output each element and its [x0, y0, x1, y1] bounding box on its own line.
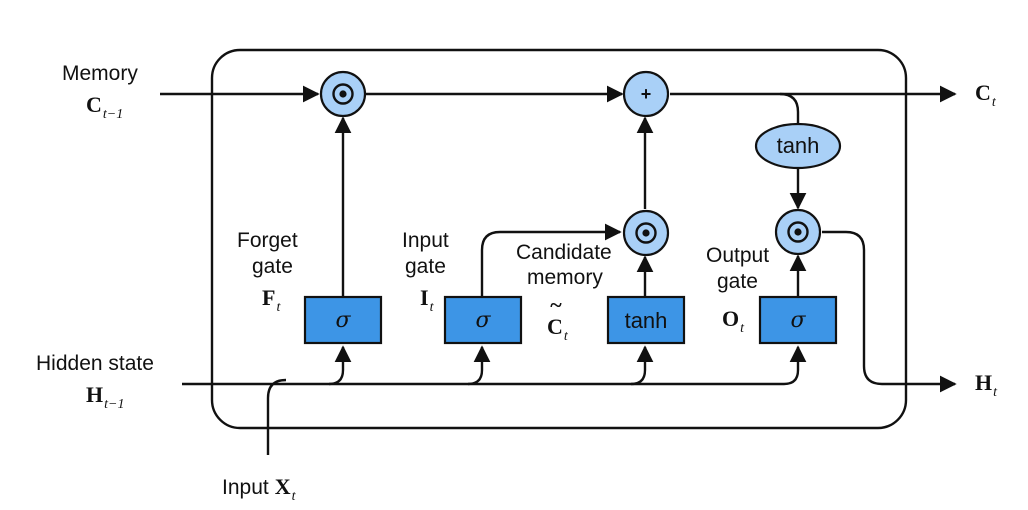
candidate-function: tanh [625, 308, 668, 333]
hadamard-product-icon [332, 83, 354, 105]
candidate-label-line1: Candidate [516, 241, 612, 264]
input-gate-function: σ [475, 308, 491, 333]
input-gate-var: It [420, 285, 435, 315]
output-gate-label-line2: gate [717, 270, 758, 293]
candidate-tilde: ~ [550, 292, 562, 317]
memory-label: Memory [62, 62, 138, 85]
hidden-in-var: Ht−1 [86, 382, 124, 412]
forget-multiply-op [319, 70, 367, 118]
candidate-label-line2: memory [527, 266, 603, 289]
tanh-op: tanh [754, 122, 842, 170]
output-gate-var: Ot [722, 306, 745, 336]
candidate-feed [630, 345, 654, 386]
input-gate-feed [467, 345, 491, 386]
lstm-cell-boundary [210, 48, 908, 430]
forget-gate-var: Ft [262, 285, 281, 315]
forget-gate-block: σ [303, 295, 383, 345]
input-gate-block: σ [443, 295, 523, 345]
tanh-op-label: tanh [777, 133, 820, 158]
hidden-state-label: Hidden state [36, 352, 154, 375]
hidden-out-var: Ht [975, 370, 998, 400]
candidate-block: tanh [606, 295, 686, 345]
plus-icon: + [641, 84, 652, 104]
input-gate-arrow [480, 223, 622, 297]
output-gate-feed [783, 345, 807, 386]
hadamard-product-icon [635, 222, 657, 244]
forget-gate-function: σ [335, 308, 351, 333]
cell-to-tanh-line [779, 92, 800, 124]
input-x-riser [266, 378, 287, 455]
output-gate-function: σ [790, 308, 806, 333]
output-gate-label-line1: Output [706, 244, 769, 267]
forget-gate-label-line1: Forget [237, 229, 298, 252]
connections [160, 85, 957, 455]
cell-state-out-var: Ct [975, 80, 997, 110]
forget-gate-feed [328, 345, 352, 386]
add-op: + [622, 70, 670, 118]
forget-gate-label-line2: gate [252, 255, 293, 278]
candidate-multiply-op [622, 209, 670, 257]
memory-in-var: Ct−1 [86, 92, 123, 122]
output-gate-block: σ [758, 295, 838, 345]
input-gate-label-line1: Input [402, 229, 449, 252]
output-multiply-op [774, 208, 822, 256]
hidden-out-arrow [822, 230, 957, 393]
candidate-var: Ct [547, 314, 569, 344]
input-gate-label-line2: gate [405, 255, 446, 278]
hadamard-product-icon [787, 221, 809, 243]
